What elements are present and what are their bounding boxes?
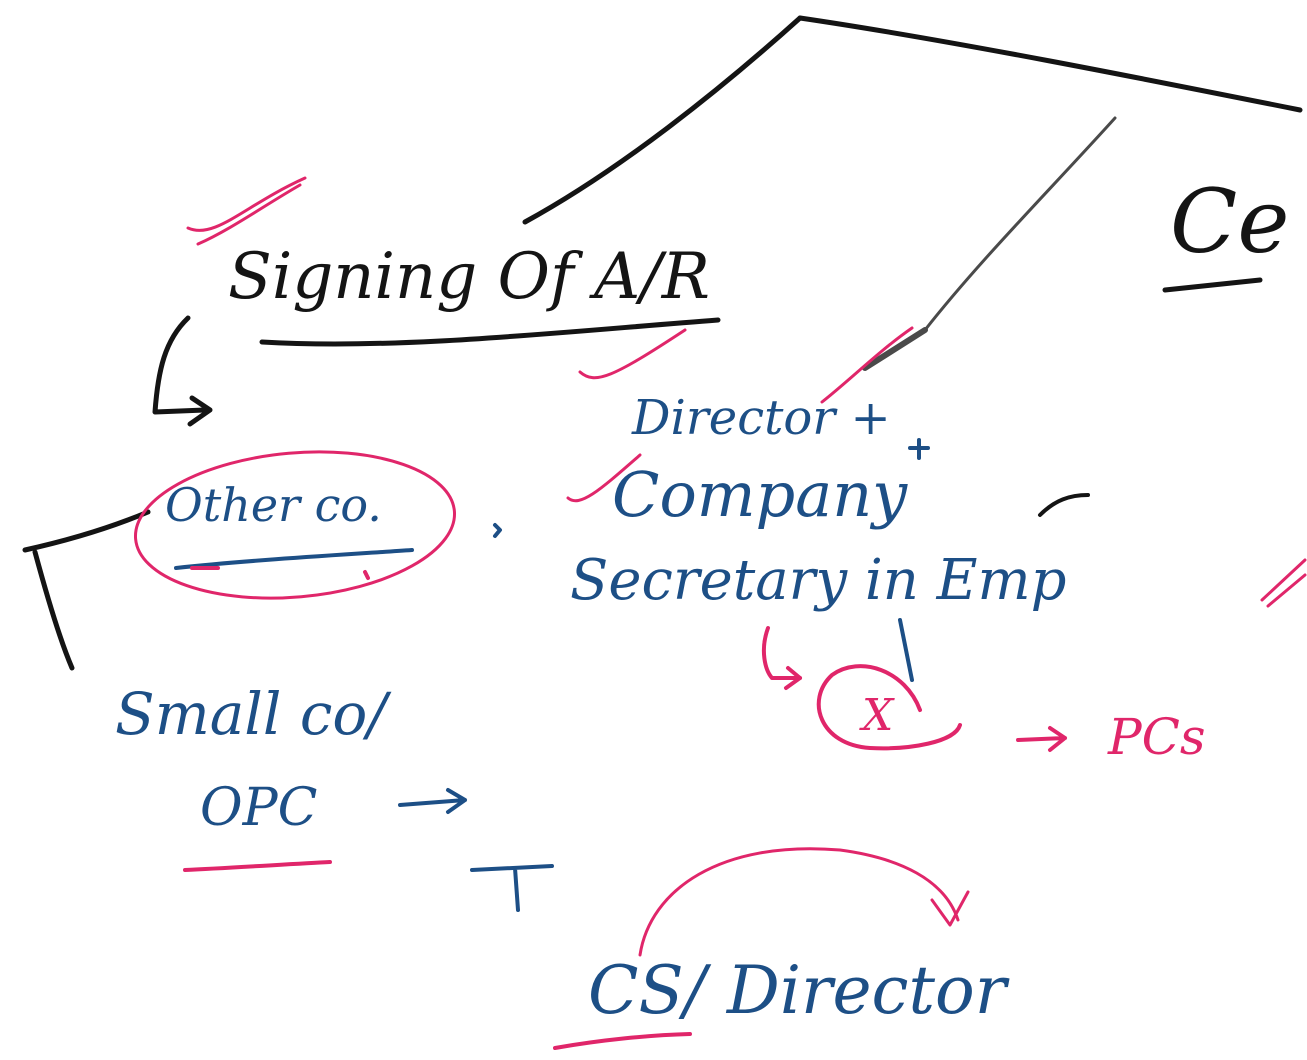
small-dash xyxy=(1038,493,1090,517)
cs-director-text: CS/ Director xyxy=(588,952,1007,1029)
top-connector-line xyxy=(797,15,1303,113)
pink-dots xyxy=(190,566,370,580)
other-co-underline xyxy=(174,548,414,570)
check-mark-3 xyxy=(566,453,642,503)
x-arrow-line xyxy=(761,626,802,680)
other-co-circle xyxy=(133,450,457,600)
check-mark-2 xyxy=(820,326,914,404)
side-line xyxy=(22,509,151,553)
company-text: Company xyxy=(612,458,908,531)
arc-arrowhead xyxy=(930,890,970,927)
opc-text: OPC xyxy=(200,778,318,838)
small-arrow xyxy=(493,523,502,538)
secretary-connector xyxy=(898,618,914,682)
title-underline xyxy=(1162,277,1263,293)
opc-arrow xyxy=(398,788,467,814)
bracket-arrow xyxy=(152,315,208,415)
pcs-arrow xyxy=(1016,726,1067,752)
check-mark-1 xyxy=(578,328,687,380)
left-branch-line xyxy=(522,15,803,225)
x-circle xyxy=(816,664,962,751)
director-text: Director + xyxy=(632,390,891,446)
right-branch-line xyxy=(923,116,1117,332)
opc-underline xyxy=(183,860,332,872)
pcs-text: PCs xyxy=(1108,708,1206,766)
x-mark: X xyxy=(862,690,894,741)
heading-text: Signing Of A/R xyxy=(228,240,710,314)
heading-check xyxy=(186,176,307,246)
x-arrowhead xyxy=(784,666,802,690)
title-fragment: Ce xyxy=(1170,170,1290,273)
right-branch-end xyxy=(862,327,928,371)
cs-underline xyxy=(553,1032,692,1050)
plus-sign xyxy=(908,438,930,460)
bracket-arrowhead xyxy=(187,395,213,427)
side-drop-line xyxy=(32,549,75,671)
check-mark-4 xyxy=(1260,558,1307,608)
cs-director-arc xyxy=(638,847,960,957)
secretary-text: Secretary in Emp xyxy=(570,548,1067,613)
t-mark xyxy=(470,864,554,912)
other-co-text: Other co. xyxy=(165,478,382,532)
heading-underline xyxy=(259,317,721,347)
small-co-text: Small co/ xyxy=(115,680,387,748)
